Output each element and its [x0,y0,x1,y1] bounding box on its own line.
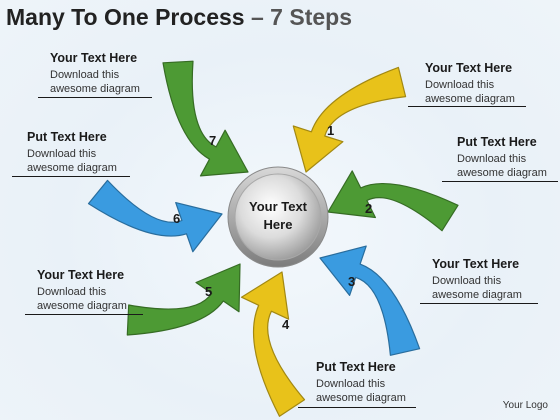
label-heading: Put Text Here [316,360,396,374]
label-top-right: Your Text Here Download this awesome dia… [425,61,515,106]
hub-circle [234,173,322,261]
page-title: Many To One Process – 7 Steps [6,4,352,31]
step-arrow-1 [292,66,407,173]
label-rule [38,97,152,98]
step-number-7: 7 [209,133,217,148]
label-desc-line1: Download this [37,286,107,298]
label-desc-line2: awesome diagram [27,162,117,174]
label-heading: Your Text Here [50,51,138,65]
title-sub: – 7 Steps [250,4,352,30]
step-arrow-3 [319,245,421,356]
label-rule [298,407,416,408]
label-desc-line1: Download this [457,153,527,165]
label-bottom-center: Put Text Here Download this awesome diag… [316,360,406,405]
label-mid-left: Put Text Here Download this awesome diag… [27,130,117,175]
step-arrow-5 [126,263,241,336]
logo-text: Your Logo [502,400,548,411]
label-rule [420,303,538,304]
label-rule [408,106,526,107]
label-desc-line2: awesome diagram [37,300,127,312]
label-desc-line1: Download this [425,79,495,91]
label-desc-line2: awesome diagram [50,83,140,95]
step-number-4: 4 [282,317,290,332]
label-bottom-left: Your Text Here Download this awesome dia… [37,268,127,313]
label-heading: Put Text Here [457,135,537,149]
label-heading: Your Text Here [425,61,513,75]
label-desc-line2: awesome diagram [457,167,547,179]
step-number-2: 2 [365,201,373,216]
label-rule [25,314,143,315]
label-desc-line2: awesome diagram [316,392,406,404]
step-arrow-7 [162,60,249,177]
step-arrow-4 [240,271,306,417]
label-mid-right: Put Text Here Download this awesome diag… [457,135,547,180]
label-heading: Your Text Here [432,257,520,271]
label-rule [442,181,558,182]
label-rule [12,176,130,177]
label-bottom-right: Your Text Here Download this awesome dia… [432,257,522,302]
label-heading: Put Text Here [27,130,107,144]
step-number-6: 6 [173,211,181,226]
label-desc-line1: Download this [432,275,502,287]
label-heading: Your Text Here [37,268,125,282]
step-number-3: 3 [348,274,356,289]
step-arrow-6 [87,179,223,253]
label-desc-line1: Download this [316,378,386,390]
step-number-5: 5 [205,284,213,299]
label-desc-line2: awesome diagram [432,289,522,301]
title-main: Many To One Process [6,4,245,30]
step-number-1: 1 [327,123,335,138]
label-desc-line1: Download this [50,69,120,81]
label-top-left: Your Text Here Download this awesome dia… [50,51,140,96]
step-arrow-2 [327,170,459,232]
label-desc-line2: awesome diagram [425,93,515,105]
label-desc-line1: Download this [27,148,97,160]
center-label: Your Text Here [248,199,308,232]
